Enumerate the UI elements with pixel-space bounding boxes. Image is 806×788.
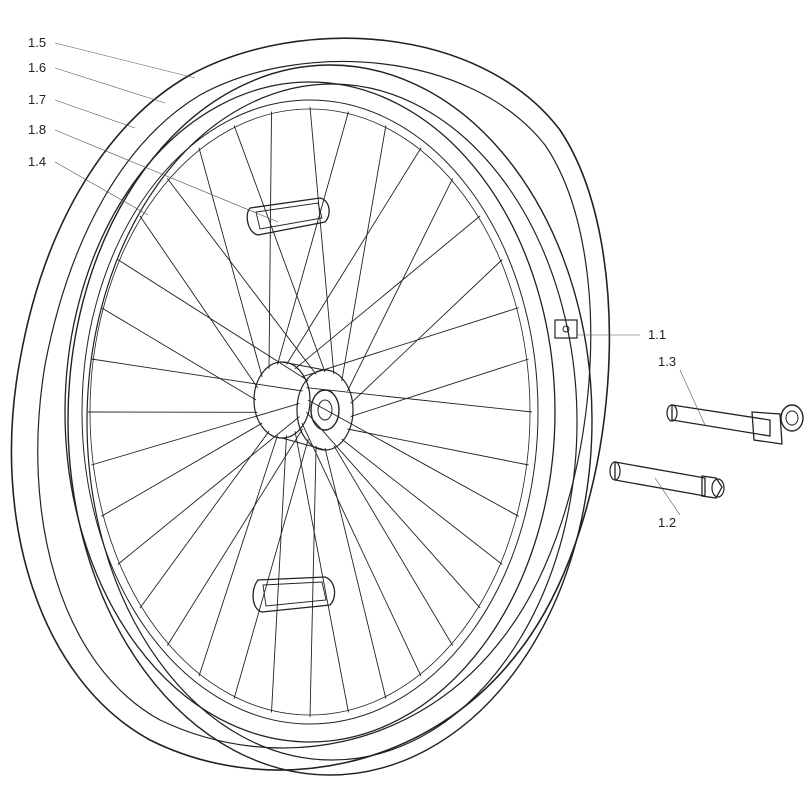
spoke bbox=[271, 435, 287, 713]
spoke bbox=[233, 125, 326, 373]
handrim bbox=[67, 64, 593, 776]
spoke bbox=[306, 387, 533, 413]
callout-1-6: 1.6 bbox=[28, 60, 46, 75]
spoke bbox=[139, 430, 270, 609]
spoke bbox=[101, 422, 263, 517]
callout-1-4: 1.4 bbox=[28, 154, 46, 169]
spoke bbox=[347, 178, 454, 392]
hub bbox=[253, 361, 354, 451]
spoke bbox=[101, 307, 257, 401]
spoke bbox=[268, 111, 272, 369]
callout-labels: 1.5 1.6 1.7 1.8 1.4 1.1 1.3 1.2 bbox=[28, 35, 676, 530]
spoke bbox=[294, 215, 481, 370]
tire bbox=[10, 37, 611, 771]
spoke bbox=[307, 399, 519, 517]
axle-quick-release bbox=[666, 404, 804, 445]
spoke bbox=[166, 428, 303, 646]
callout-1-8: 1.8 bbox=[28, 122, 46, 137]
callout-1-3: 1.3 bbox=[658, 354, 676, 369]
spoke bbox=[309, 445, 317, 718]
callout-1-2: 1.2 bbox=[658, 515, 676, 530]
spoke bbox=[341, 125, 387, 381]
spoke bbox=[198, 435, 278, 677]
reflector-bottom bbox=[252, 576, 336, 613]
spoke bbox=[91, 402, 300, 466]
spoke bbox=[294, 431, 349, 713]
axle bbox=[609, 461, 725, 499]
rim-bracket bbox=[554, 319, 578, 339]
spoke bbox=[198, 147, 263, 378]
reflector-top bbox=[246, 197, 330, 236]
spoke bbox=[301, 422, 422, 677]
spoke bbox=[233, 438, 309, 699]
spoke bbox=[350, 358, 529, 418]
spoke bbox=[324, 447, 387, 699]
spoke bbox=[333, 445, 454, 646]
spokes bbox=[87, 106, 533, 718]
spoke bbox=[341, 438, 503, 565]
spoke bbox=[139, 215, 258, 388]
callout-1-5: 1.5 bbox=[28, 35, 46, 50]
spoke bbox=[286, 147, 422, 365]
callout-1-7: 1.7 bbox=[28, 92, 46, 107]
spoke bbox=[309, 106, 335, 375]
spoke bbox=[301, 307, 519, 378]
spoke bbox=[166, 178, 317, 375]
spoke bbox=[117, 259, 309, 382]
spoke bbox=[347, 428, 529, 466]
spoke bbox=[350, 259, 503, 404]
spoke bbox=[91, 358, 303, 392]
spoke bbox=[277, 111, 349, 365]
spoke bbox=[306, 412, 481, 609]
callout-1-1: 1.1 bbox=[648, 327, 666, 342]
leader-lines bbox=[54, 42, 706, 516]
spoke bbox=[117, 416, 300, 565]
